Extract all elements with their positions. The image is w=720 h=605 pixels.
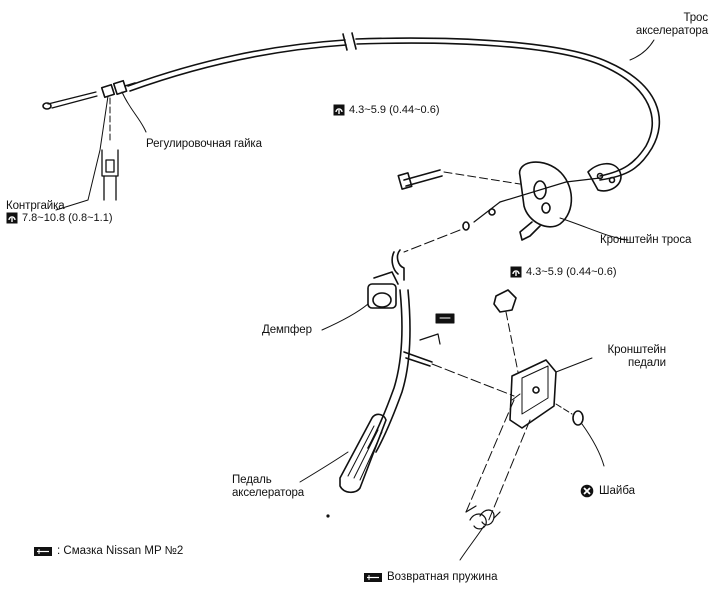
legend-grease: : Смазка Nissan MP №2 bbox=[34, 545, 183, 557]
locknut-torque: 7.8~10.8 (0.8~1.1) bbox=[6, 212, 113, 224]
locknut-leader bbox=[55, 95, 109, 211]
washer-label: Шайба bbox=[580, 484, 635, 498]
torque-wrench-icon bbox=[6, 212, 18, 224]
locknut-torque-value: 7.8~10.8 (0.8~1.1) bbox=[22, 212, 113, 224]
grease-icon bbox=[364, 572, 382, 582]
washer-text: Шайба bbox=[599, 485, 636, 497]
grease-mark-pivot bbox=[435, 313, 455, 324]
return-spring-text: Возвратная пружина bbox=[387, 571, 498, 583]
washer-replace-icon bbox=[580, 484, 594, 498]
cable-label: Трос акселератора bbox=[635, 12, 708, 37]
return-spring-drawing bbox=[459, 399, 531, 561]
pedal-bracket-label: Кронштейн педали bbox=[607, 344, 667, 369]
cable-bracket-label: Кронштейн троса bbox=[600, 234, 692, 246]
accelerator-cable bbox=[42, 32, 661, 183]
legend-grease-text: : Смазка Nissan MP №2 bbox=[57, 545, 184, 557]
damper-label: Демпфер bbox=[262, 324, 312, 336]
cable-bracket-torque-value: 4.3~5.9 (0.44~0.6) bbox=[349, 104, 440, 116]
pedal-bracket-drawing bbox=[493, 289, 605, 467]
torque-wrench-icon bbox=[333, 104, 345, 116]
pedal-bracket-torque: 4.3~5.9 (0.44~0.6) bbox=[510, 266, 617, 278]
pedal-arm-drawing bbox=[339, 249, 441, 494]
firewall-slot bbox=[101, 149, 119, 201]
grease-icon bbox=[34, 546, 52, 556]
accelerator-pedal-label: Педаль акселератора bbox=[232, 474, 305, 499]
cable-bracket-drawing bbox=[397, 161, 629, 241]
locknut-label: Контргайка bbox=[6, 200, 65, 212]
adjusting-nut-leader bbox=[121, 91, 147, 133]
cable-bracket-torque: 4.3~5.9 (0.44~0.6) bbox=[333, 104, 440, 116]
torque-wrench-icon bbox=[510, 266, 522, 278]
return-spring-label: Возвратная пружина bbox=[364, 571, 498, 583]
pedal-bracket-torque-value: 4.3~5.9 (0.44~0.6) bbox=[526, 266, 617, 278]
adjusting-nut-label: Регулировочная гайка bbox=[146, 138, 262, 150]
